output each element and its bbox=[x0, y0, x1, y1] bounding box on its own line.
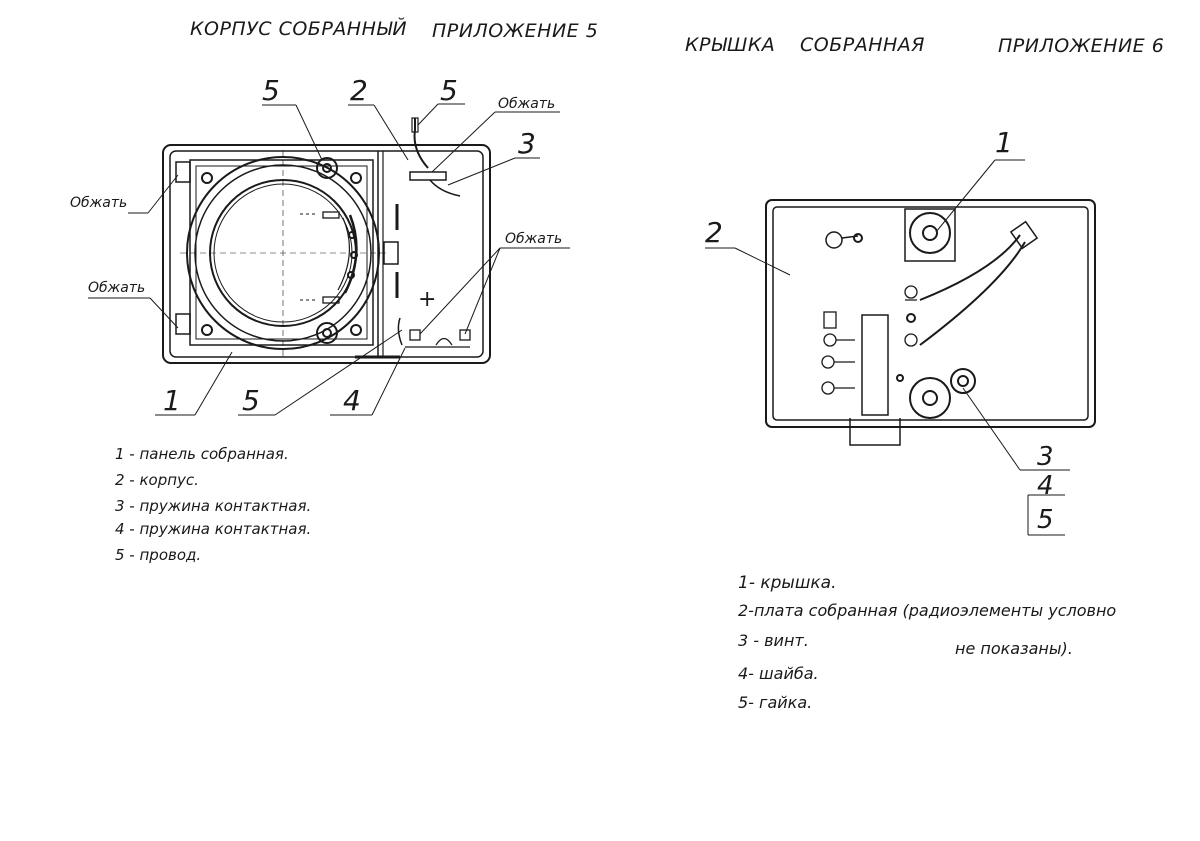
cover-boss-bottom bbox=[909, 377, 951, 419]
left-callout-4: 4 bbox=[343, 384, 361, 417]
left-crimp-label-lower: Обжать bbox=[88, 280, 145, 296]
left-legend-item: 2 - корпус. bbox=[115, 471, 199, 489]
right-callout-4: 4 bbox=[1037, 471, 1054, 501]
housing-outer bbox=[162, 144, 491, 364]
left-crimp-label-top: Обжать bbox=[498, 96, 555, 112]
left-callout-2: 2 bbox=[350, 74, 368, 107]
left-plus-sign: + bbox=[418, 287, 436, 312]
cover-outer bbox=[765, 199, 1096, 428]
left-callout-1: 1 bbox=[163, 384, 181, 417]
left-callout-5-c: 5 bbox=[242, 384, 260, 417]
left-callout-5-b: 5 bbox=[440, 74, 458, 107]
cover-inner bbox=[772, 206, 1089, 421]
right-legend-item: 4- шайба. bbox=[738, 664, 819, 683]
housing-drawing: 5 2 5 Обжать 3 Обжать Обжать Обжать + 1 … bbox=[70, 74, 570, 417]
cover-drawing: 1 2 3 4 5 bbox=[705, 126, 1096, 536]
left-legend-item: 3 - пружина контактная. bbox=[115, 497, 312, 515]
right-legend-item: 2-плата собранная (радиоэлементы условно bbox=[738, 601, 1117, 620]
cover-nut bbox=[950, 368, 976, 394]
right-appendix: ПРИЛОЖЕНИЕ 6 bbox=[998, 35, 1165, 57]
left-legend-item: 5 - провод. bbox=[115, 546, 202, 564]
right-legend-item: 3 - винт. bbox=[738, 631, 809, 650]
right-legend-item: 5- гайка. bbox=[738, 693, 813, 712]
right-callout-5: 5 bbox=[1037, 505, 1054, 535]
left-crimp-label-upper: Обжать bbox=[70, 195, 127, 211]
right-legend-item: 1- крышка. bbox=[738, 573, 837, 593]
right-title: КРЫШКА bbox=[685, 34, 776, 56]
panel-ring-outer bbox=[186, 156, 380, 350]
left-legend-item: 1 - панель собранная. bbox=[115, 445, 289, 463]
left-callout-3: 3 bbox=[518, 127, 536, 160]
right-callout-2: 2 bbox=[705, 216, 723, 249]
housing-inner bbox=[169, 150, 484, 358]
left-callout-5-a: 5 bbox=[262, 74, 280, 107]
left-appendix: ПРИЛОЖЕНИЕ 5 bbox=[432, 20, 599, 42]
right-legend-item: не показаны). bbox=[955, 639, 1073, 658]
panel-frame bbox=[189, 159, 374, 346]
left-legend-item: 4 - пружина контактная. bbox=[115, 520, 312, 538]
right-title-2: СОБРАННАЯ bbox=[800, 34, 925, 56]
left-crimp-label-right: Обжать bbox=[505, 231, 562, 247]
right-callout-3: 3 bbox=[1037, 442, 1054, 472]
left-title: КОРПУС СОБРАННЫЙ bbox=[190, 18, 408, 40]
right-callout-1: 1 bbox=[995, 126, 1013, 159]
